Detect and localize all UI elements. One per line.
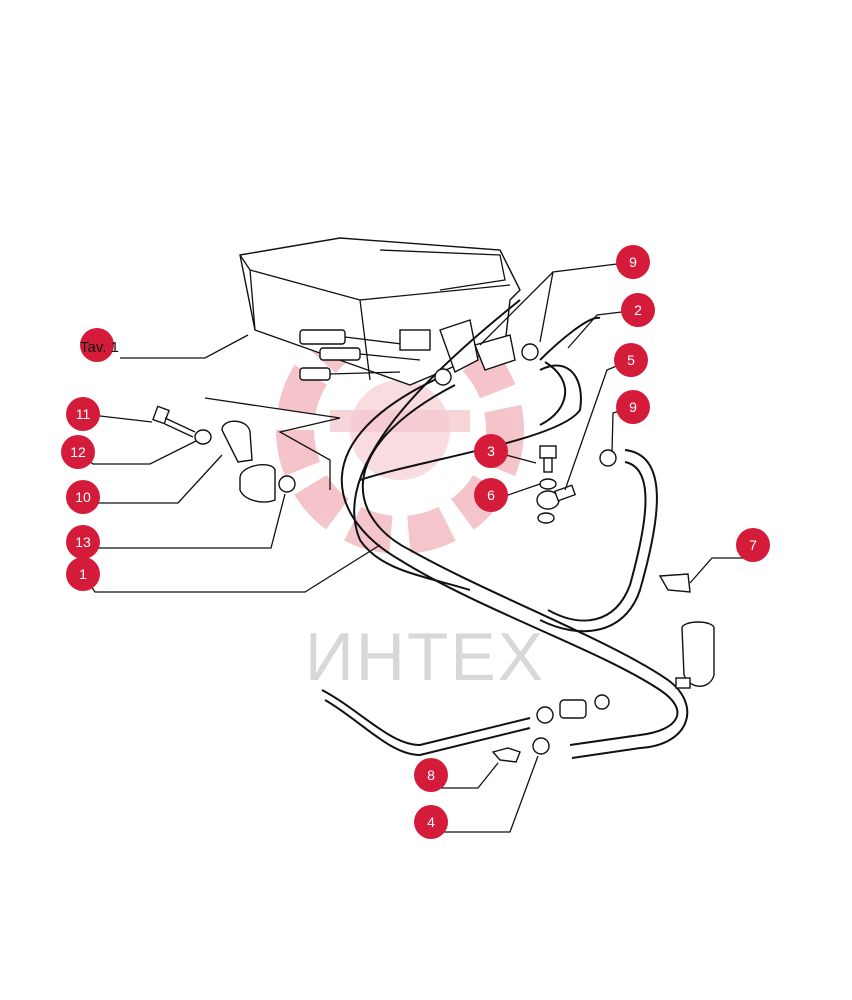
screw-11 <box>152 405 196 438</box>
callout-13[interactable]: 13 <box>66 525 100 559</box>
callout-label: 1 <box>79 566 87 582</box>
callout-10[interactable]: 10 <box>66 480 100 514</box>
callout-label: 13 <box>75 534 91 550</box>
callout-9-right[interactable]: 9 <box>616 390 650 424</box>
callout-label: 9 <box>629 399 637 415</box>
callout-label: 10 <box>75 489 91 505</box>
watermark-text: ИНТЕХ <box>305 619 545 695</box>
callout-label: 3 <box>487 443 495 459</box>
callout-label: 6 <box>487 487 495 503</box>
filter-canister <box>675 621 715 689</box>
tav-label: Tav. 1 <box>80 339 119 356</box>
callout-tav[interactable]: Tav. 1 <box>80 328 119 362</box>
washer-12 <box>194 429 212 445</box>
callout-4[interactable]: 4 <box>414 805 448 839</box>
callout-label: 5 <box>627 352 635 368</box>
callout-label: 2 <box>634 302 642 318</box>
bracket-7 <box>658 573 691 593</box>
washers-6 <box>537 478 557 524</box>
callout-6[interactable]: 6 <box>474 478 508 512</box>
heater-unit <box>239 237 521 386</box>
nut-13 <box>278 475 296 493</box>
callout-7[interactable]: 7 <box>736 528 770 562</box>
callout-1[interactable]: 1 <box>66 557 100 591</box>
callout-5[interactable]: 5 <box>614 343 648 377</box>
callout-label: 7 <box>749 537 757 553</box>
banjo-fitting-5 <box>536 484 577 510</box>
bolt-3 <box>539 445 557 473</box>
callout-8[interactable]: 8 <box>414 758 448 792</box>
hose-1 <box>340 299 689 759</box>
clip-10 <box>221 420 276 503</box>
callout-label: 12 <box>70 444 86 460</box>
connector-tube <box>559 699 587 719</box>
callout-12[interactable]: 12 <box>61 435 95 469</box>
elbow-8 <box>491 747 521 763</box>
guide-lines <box>204 397 341 490</box>
callout-2[interactable]: 2 <box>621 293 655 327</box>
callout-label: 4 <box>427 814 435 830</box>
callout-label: 11 <box>76 406 91 422</box>
callout-label: 8 <box>427 767 435 783</box>
leader-tav <box>120 334 249 359</box>
hose-5 <box>539 449 658 633</box>
callout-11[interactable]: 11 <box>66 397 100 431</box>
clamps <box>434 343 617 755</box>
callout-9-top[interactable]: 9 <box>616 245 650 279</box>
hose-2 <box>359 316 601 481</box>
callout-label: 9 <box>629 254 637 270</box>
callout-3[interactable]: 3 <box>474 434 508 468</box>
lower-pipe <box>321 689 531 757</box>
